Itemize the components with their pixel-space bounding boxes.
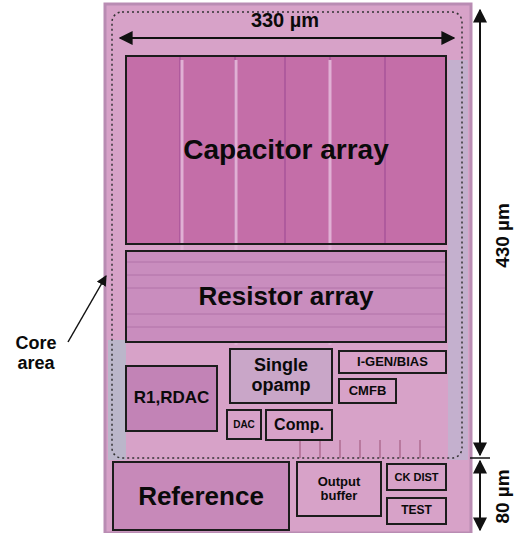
- block-box: Output buffer: [296, 461, 382, 517]
- dimension-label: 430 µm: [492, 203, 513, 268]
- block-box: DAC: [226, 409, 262, 440]
- block-box: Reference: [112, 461, 290, 531]
- dimension-label: 330 µm: [251, 9, 319, 31]
- dimension-label: 330 µm: [251, 9, 319, 31]
- block-label: Single opamp: [233, 356, 329, 396]
- block-label: DAC: [233, 419, 255, 430]
- dimension-label: 80 µm: [493, 469, 514, 523]
- block-label: CK DIST: [395, 471, 439, 483]
- block-box: R1,RDAC: [125, 365, 218, 432]
- block-label: R1,RDAC: [134, 389, 210, 408]
- block-box: CK DIST: [386, 463, 447, 491]
- block-box: I-GEN/BIAS: [338, 350, 447, 374]
- block-box: Capacitor array: [125, 55, 447, 245]
- block-box: Single opamp: [229, 348, 333, 404]
- block-label: Capacitor array: [183, 135, 388, 166]
- block-label: TEST: [401, 504, 432, 517]
- block-label: Resistor array: [199, 282, 374, 311]
- block-label: CMFB: [349, 384, 387, 398]
- block-label: I-GEN/BIAS: [357, 355, 428, 369]
- block-box: Comp.: [265, 409, 333, 441]
- dimension-label: 80 µm: [492, 469, 513, 523]
- block-label: Output buffer: [300, 475, 378, 504]
- dimension-label: 430 µm: [493, 203, 514, 268]
- region-label: Core area: [15, 333, 56, 373]
- block-box: TEST: [386, 497, 447, 525]
- block-label: Reference: [138, 482, 264, 511]
- block-box: Resistor array: [125, 250, 447, 343]
- block-label: Comp.: [274, 416, 324, 434]
- region-label: Core area: [5, 334, 67, 374]
- block-box: CMFB: [338, 378, 397, 404]
